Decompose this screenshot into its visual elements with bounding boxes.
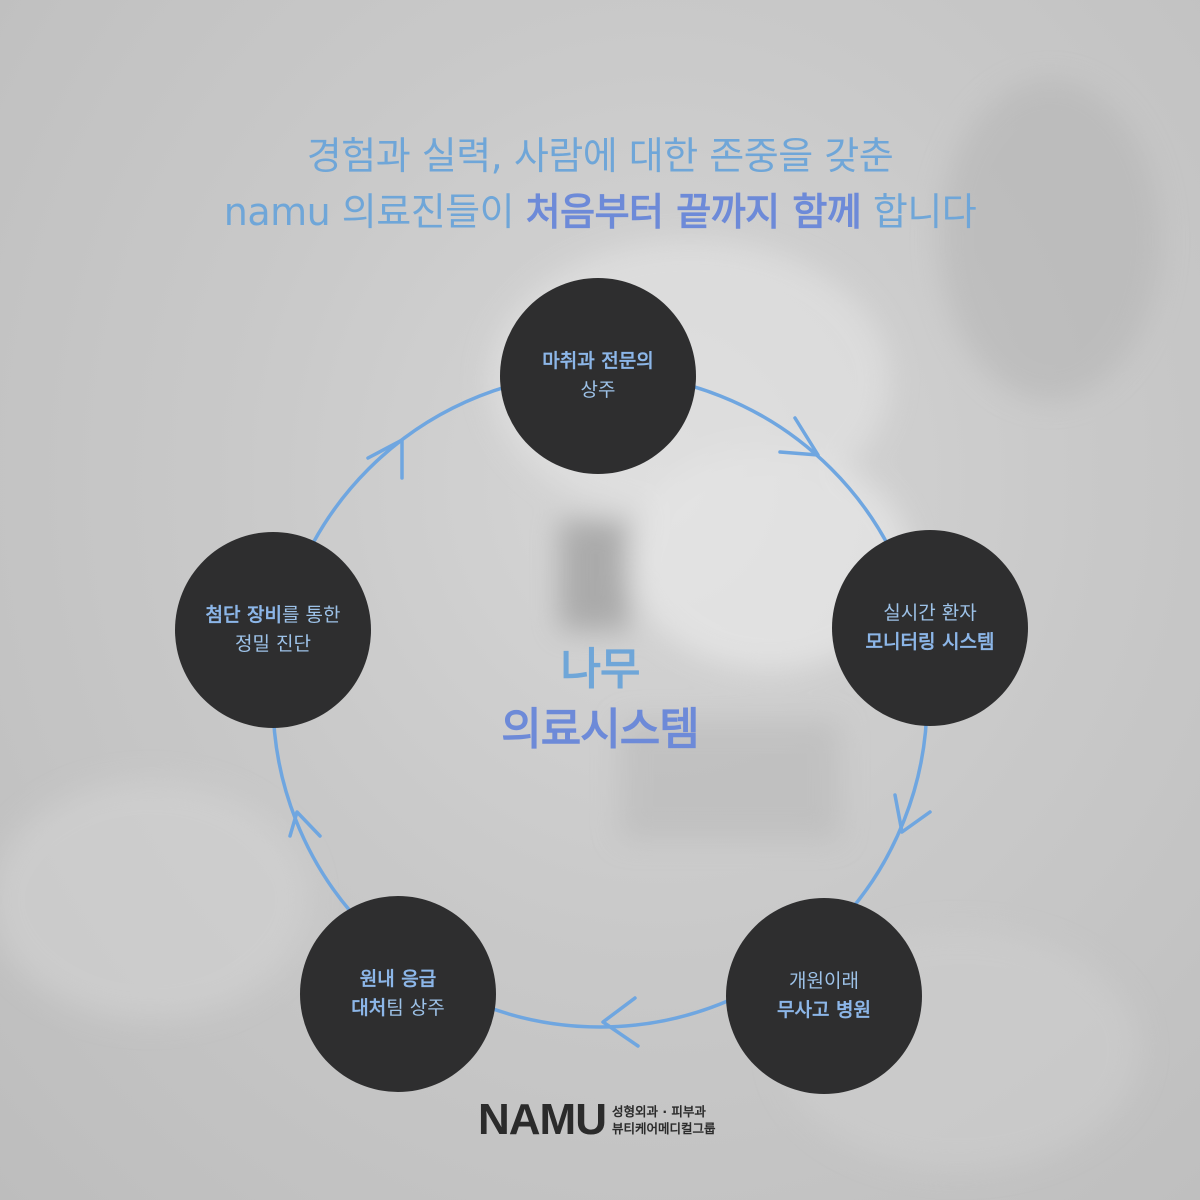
logo-subtitle: 성형외과 · 피부과 뷰티케어메디컬그룹 bbox=[612, 1103, 716, 1137]
node-equipment-rest: 를 통한 bbox=[282, 604, 341, 626]
arrow-top-left-icon bbox=[366, 438, 404, 480]
headline-line-2-prefix: namu 의료진들이 bbox=[223, 190, 526, 234]
logo-subtitle-line1: 성형외과 · 피부과 bbox=[611, 1104, 706, 1119]
node-anesthesiologist-strong: 마취과 전문의 bbox=[542, 350, 654, 372]
node-emergency-team-rest: 팀 상주 bbox=[386, 997, 445, 1019]
node-equipment-strong: 첨단 장비 bbox=[205, 604, 283, 626]
logo-subtitle-line2: 뷰티케어메디컬그룹 bbox=[611, 1121, 716, 1136]
node-emergency-team-strong1: 원내 응급 bbox=[359, 968, 437, 990]
node-emergency-team-strong2: 대처 bbox=[351, 997, 387, 1019]
arrow-bottom-icon bbox=[601, 996, 640, 1048]
arrow-top-right-icon bbox=[778, 416, 820, 457]
center-title: 나무 의료시스템 bbox=[400, 640, 800, 760]
node-anesthesiologist: 마취과 전문의 상주 bbox=[500, 278, 696, 474]
center-title-line2: 의료시스템 bbox=[501, 704, 699, 755]
node-equipment: 첨단 장비를 통한 정밀 진단 bbox=[175, 532, 371, 728]
node-no-accident-strong: 무사고 병원 bbox=[776, 999, 871, 1021]
headline-line-2: namu 의료진들이 처음부터 끝까지 함께 합니다 bbox=[0, 184, 1200, 240]
headline-line-1: 경험과 실력, 사람에 대한 존중을 갖춘 bbox=[306, 134, 894, 178]
node-monitoring-strong: 모니터링 시스템 bbox=[865, 631, 995, 653]
node-monitoring-line1: 실시간 환자 bbox=[883, 602, 977, 624]
logo-wordmark: NAMU bbox=[478, 1095, 607, 1144]
headline-line-2-suffix: 합니다 bbox=[861, 190, 977, 234]
node-monitoring: 실시간 환자 모니터링 시스템 bbox=[832, 530, 1028, 726]
namu-logo: NAMU 성형외과 · 피부과 뷰티케어메디컬그룹 bbox=[478, 1098, 716, 1142]
node-emergency-team: 원내 응급 대처팀 상주 bbox=[300, 896, 496, 1092]
headline: 경험과 실력, 사람에 대한 존중을 갖춘 namu 의료진들이 처음부터 끝까… bbox=[0, 128, 1200, 240]
node-no-accident: 개원이래 무사고 병원 bbox=[726, 898, 922, 1094]
node-equipment-line2: 정밀 진단 bbox=[235, 633, 311, 655]
arrow-right-icon bbox=[893, 793, 932, 834]
node-anesthesiologist-line2: 상주 bbox=[580, 379, 616, 401]
center-title-line1: 나무 bbox=[560, 644, 641, 695]
node-no-accident-line1: 개원이래 bbox=[789, 970, 859, 992]
arrow-bottom-left-icon bbox=[288, 810, 322, 838]
headline-line-2-emphasis: 처음부터 끝까지 함께 bbox=[525, 190, 862, 234]
